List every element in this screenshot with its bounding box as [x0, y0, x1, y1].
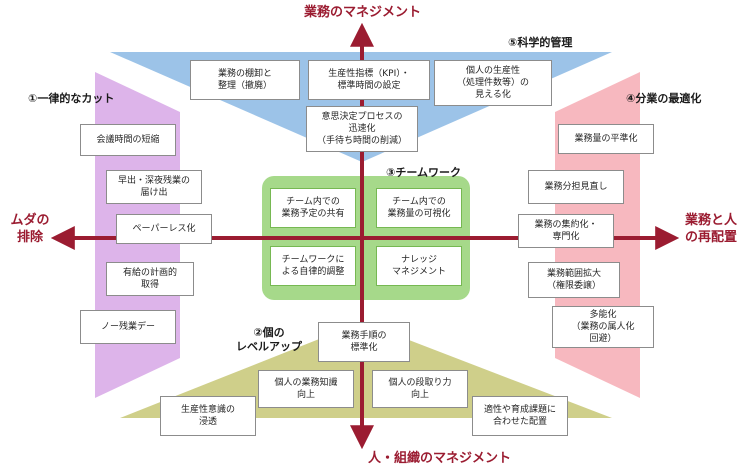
left-item-meeting: 会議時間の短縮 [80, 124, 176, 156]
left-item-paperless: ペーパーレス化 [116, 214, 212, 244]
top-item-decision: 意思決定プロセスの 迅速化 （手待ち時間の削減） [306, 106, 418, 152]
top-item-visibility: 個人の生産性 （処理件数等）の 見える化 [434, 60, 552, 106]
top-item-kpi: 生産性指標（KPI）・ 標準時間の設定 [308, 60, 430, 100]
axis-label-right: 業務と人 の再配置 [684, 213, 737, 245]
bottom-item-standardization: 業務手順の 標準化 [318, 322, 410, 362]
team-item-autonomous-adjust: チームワークに よる自律的調整 [270, 246, 356, 286]
right-item-leveling: 業務量の平準化 [558, 124, 654, 154]
label-optimize: ④分業の最適化 [626, 92, 702, 105]
label-team: ③チームワーク [386, 166, 461, 179]
right-item-specialization: 業務の集約化・ 専門化 [518, 214, 614, 248]
bottom-item-knowledge: 個人の業務知識 向上 [258, 370, 354, 408]
label-cut: ①一律的なカット [28, 92, 115, 105]
team-item-schedule-share: チーム内での 業務予定の共有 [270, 188, 356, 228]
right-item-multiskill: 多能化 （業務の属人化 回避） [552, 306, 654, 348]
axis-label-top: 業務のマネジメント [303, 5, 421, 20]
top-item-inventory: 業務の棚卸と 整理（撤廃） [190, 60, 300, 100]
left-item-no-overtime-day: ノー残業デー [80, 310, 176, 344]
label-science: ⑤科学的管理 [508, 36, 573, 49]
left-item-paid-leave: 有給の計画的 取得 [106, 262, 194, 296]
left-item-overtime-notice: 早出・深夜残業の 届け出 [106, 170, 202, 204]
bottom-item-planning: 個人の段取り力 向上 [372, 370, 468, 408]
axis-label-bottom: 人・組織のマネジメント [368, 451, 512, 466]
team-item-workload-visibility: チーム内での 業務量の可視化 [376, 188, 462, 228]
bottom-item-placement: 適性や育成課題に 合わせた配置 [472, 396, 568, 436]
team-item-knowledge: ナレッジ マネジメント [376, 246, 462, 286]
axis-label-left: ムダの 排除 [10, 213, 50, 245]
bottom-region [120, 322, 612, 418]
label-levelup: ②個の レベルアップ [236, 326, 302, 353]
right-item-delegation: 業務範囲拡大 （権限委譲） [528, 262, 620, 298]
right-item-division: 業務分担見直し [528, 170, 624, 204]
bottom-item-awareness: 生産性意識の 浸透 [160, 396, 256, 436]
